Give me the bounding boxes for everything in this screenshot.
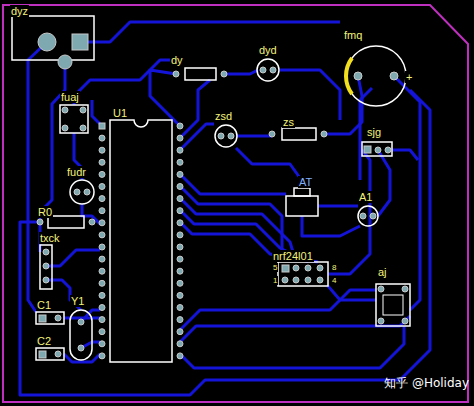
ic-pins bbox=[99, 123, 183, 359]
ic-pin bbox=[177, 256, 183, 262]
part-label: dyz bbox=[10, 5, 29, 17]
part-label: txck bbox=[39, 232, 61, 244]
ic-pin bbox=[177, 196, 183, 202]
ic-pin bbox=[177, 305, 183, 311]
ic-pin bbox=[99, 317, 105, 323]
pin-number: 4 bbox=[331, 276, 337, 285]
part-label: zsd bbox=[214, 110, 233, 122]
ic-pin bbox=[177, 208, 183, 214]
ic-pin bbox=[177, 292, 183, 298]
ic-pin bbox=[177, 184, 183, 190]
ic-pin bbox=[177, 220, 183, 226]
part-label: zs bbox=[282, 116, 295, 128]
ic-pin bbox=[99, 135, 105, 141]
ic-pin bbox=[99, 292, 105, 298]
pin-number: 1 bbox=[272, 276, 278, 285]
ic-pin bbox=[177, 329, 183, 335]
part-label: sjg bbox=[366, 126, 382, 138]
part-label: C1 bbox=[36, 299, 52, 311]
pin-number: 8 bbox=[331, 263, 337, 272]
ic-pin bbox=[99, 341, 105, 347]
watermark: 知乎 @Holiday bbox=[383, 376, 470, 390]
part-label: dy bbox=[170, 54, 184, 66]
part-label: C2 bbox=[36, 335, 52, 347]
part-label: aj bbox=[377, 266, 388, 278]
ic-pin bbox=[99, 208, 105, 214]
ic-pin bbox=[177, 159, 183, 165]
ic-pin bbox=[99, 159, 105, 165]
ic-pin bbox=[99, 123, 105, 129]
part-label: nrf24l01 bbox=[272, 250, 314, 262]
part-label: fudr bbox=[66, 166, 87, 178]
ic-pin bbox=[99, 196, 105, 202]
ic-pin bbox=[99, 244, 105, 250]
ic-pin bbox=[177, 123, 183, 129]
ic-pin bbox=[99, 280, 105, 286]
traces bbox=[20, 22, 430, 395]
ic-pin bbox=[177, 171, 183, 177]
part-label: R0 bbox=[37, 206, 53, 218]
part-label: A1 bbox=[358, 191, 373, 203]
buzzer-polarity-arc bbox=[346, 58, 352, 94]
pin-number: 5 bbox=[272, 263, 278, 272]
part-label: dyd bbox=[258, 44, 278, 56]
pads bbox=[37, 33, 408, 358]
ic-pin bbox=[177, 341, 183, 347]
part-label: U1 bbox=[112, 107, 128, 119]
polarity-mark: + bbox=[405, 71, 413, 83]
board-outline bbox=[3, 5, 468, 402]
silkscreen bbox=[12, 16, 410, 362]
ic-pin bbox=[99, 353, 105, 359]
part-label: AT bbox=[298, 176, 313, 188]
ic-pin bbox=[177, 147, 183, 153]
part-label: fuaj bbox=[60, 91, 80, 103]
ic-pin bbox=[99, 256, 105, 262]
ic-pin bbox=[177, 317, 183, 323]
ic-pin bbox=[99, 329, 105, 335]
ic-pin bbox=[99, 305, 105, 311]
part-label: fmq bbox=[343, 29, 363, 41]
ic-pin bbox=[99, 232, 105, 238]
ic-pin bbox=[99, 220, 105, 226]
ic-pin bbox=[99, 184, 105, 190]
ic-pin bbox=[177, 280, 183, 286]
ic-pin bbox=[177, 244, 183, 250]
ic-pin bbox=[177, 232, 183, 238]
ic-pin bbox=[99, 171, 105, 177]
ic-pin bbox=[177, 268, 183, 274]
ic-pin bbox=[177, 353, 183, 359]
ic-pin bbox=[99, 268, 105, 274]
ic-pin bbox=[99, 147, 105, 153]
part-label: Y1 bbox=[70, 295, 85, 307]
ic-pin bbox=[177, 135, 183, 141]
